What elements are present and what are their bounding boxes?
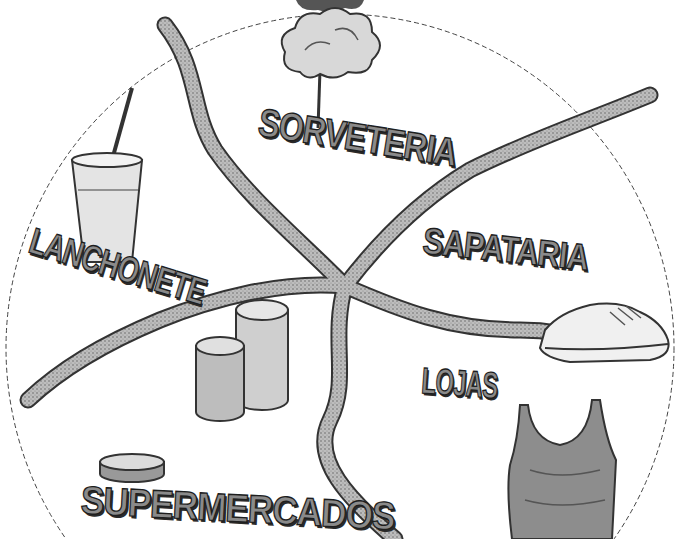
disc-package — [100, 454, 164, 482]
place-label: LOJAS — [420, 362, 498, 404]
place-label: SORVETERIA — [256, 102, 460, 172]
shoe — [540, 304, 669, 362]
map-circle — [6, 14, 674, 539]
tank-top — [508, 400, 616, 539]
cans — [196, 300, 288, 421]
place-label: SAPATARIA — [421, 222, 590, 276]
